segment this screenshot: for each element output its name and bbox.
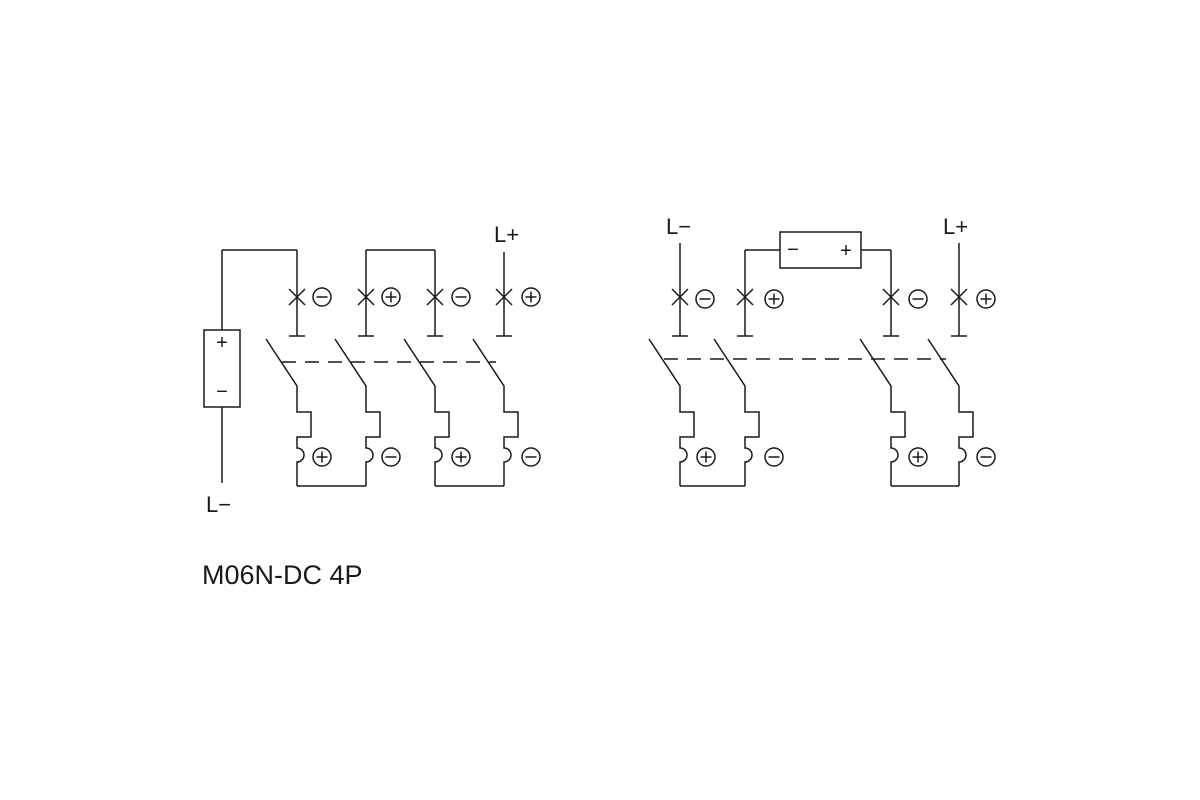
- left-pole-3: [403, 275, 471, 486]
- left-negative-supply-label: L−: [206, 492, 231, 517]
- right-load-minus-sign: −: [787, 239, 799, 261]
- right-top-terminal-3-minus-icon: [908, 289, 928, 309]
- left-dc-source: + −: [203, 249, 297, 483]
- right-positive-supply-label: L+: [943, 214, 968, 239]
- left-bottom-terminal-4-minus-icon: [521, 447, 541, 467]
- left-source-minus-sign: −: [216, 381, 228, 403]
- right-load-box: − +: [744, 231, 892, 275]
- right-load-plus-sign: +: [840, 240, 852, 262]
- right-pole-3: [859, 275, 928, 486]
- left-bottom-terminal-1-plus-icon: [312, 447, 332, 467]
- left-top-terminal-1-minus-icon: [312, 287, 332, 307]
- left-source-plus-sign: +: [216, 332, 228, 354]
- model-title: M06N-DC 4P: [202, 560, 363, 590]
- left-top-terminal-4-plus-icon: [521, 287, 541, 307]
- right-top-terminal-1-minus-icon: [695, 289, 715, 309]
- left-bottom-terminal-3-plus-icon: [451, 447, 471, 467]
- right-negative-supply-label: L−: [666, 214, 691, 239]
- right-bottom-terminal-4-minus-icon: [976, 447, 996, 467]
- right-bottom-terminal-2-minus-icon: [764, 447, 784, 467]
- right-top-terminal-2-plus-icon: [764, 289, 784, 309]
- right-bottom-terminal-1-plus-icon: [696, 447, 716, 467]
- left-top-terminal-3-minus-icon: [451, 287, 471, 307]
- right-pole-2: [713, 275, 784, 486]
- left-pole-4: [472, 275, 541, 486]
- right-pole-4: [927, 275, 996, 486]
- left-pole-2: [334, 275, 401, 486]
- left-pole-1: [265, 275, 332, 486]
- right-pole-1: [648, 275, 716, 486]
- right-bottom-terminal-3-plus-icon: [908, 447, 928, 467]
- left-positive-supply-label: L+: [494, 222, 519, 247]
- left-top-terminal-2-plus-icon: [381, 287, 401, 307]
- left-diagram: + − L− L+: [203, 222, 541, 517]
- left-bottom-terminal-2-minus-icon: [381, 447, 401, 467]
- right-top-terminal-4-plus-icon: [976, 289, 996, 309]
- right-diagram: L− L+ − +: [648, 214, 996, 487]
